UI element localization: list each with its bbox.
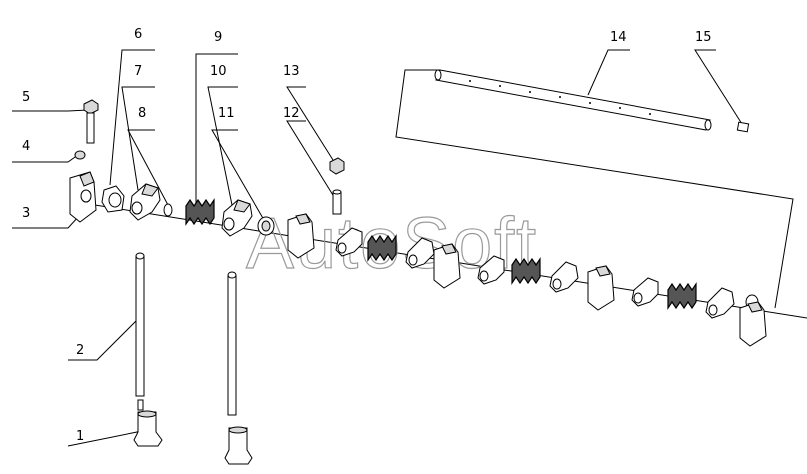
rocker-arm-3 (335, 227, 363, 257)
callout-15: 15 (695, 30, 712, 45)
rocker-stand-left (69, 171, 97, 223)
callout-labels: 1 2 3 4 5 6 7 8 9 10 11 12 13 14 15 (22, 27, 712, 444)
leader-lines (12, 49, 794, 447)
callout-7: 7 (134, 64, 142, 79)
rocker-shaft (434, 69, 712, 131)
callout-13: 13 (283, 64, 300, 79)
spring-3 (511, 257, 541, 285)
rocker-arm-1 (129, 183, 161, 221)
tappet-middle (224, 426, 253, 465)
adjusting-screw (332, 189, 342, 215)
callout-3: 3 (22, 206, 30, 221)
callout-12: 12 (283, 106, 300, 121)
callout-5: 5 (22, 90, 30, 105)
rocker-stand-5 (739, 301, 767, 347)
callout-2: 2 (76, 343, 84, 358)
bolt (83, 99, 99, 144)
washer (163, 203, 173, 217)
callout-14: 14 (610, 30, 627, 45)
rocker-stand-2 (287, 213, 315, 259)
callout-8: 8 (138, 106, 146, 121)
callout-4: 4 (22, 139, 30, 154)
rocker-arm-5 (477, 255, 505, 285)
shaft-plug (736, 121, 750, 133)
callout-1: 1 (76, 429, 84, 444)
spring-2 (367, 234, 397, 262)
spring-1 (185, 198, 215, 226)
rocker-arm-4 (405, 237, 435, 269)
rocker-stand-4 (587, 265, 615, 311)
bushing-2 (257, 216, 275, 236)
callout-6: 6 (134, 27, 142, 42)
rocker-arm-8 (705, 287, 735, 319)
push-rod-middle (227, 271, 237, 416)
callout-11: 11 (218, 106, 235, 121)
spring-4 (667, 282, 697, 310)
rocker-arm-6 (549, 261, 579, 293)
callout-9: 9 (214, 30, 222, 45)
callout-10: 10 (210, 64, 227, 79)
lock-nut (329, 157, 345, 175)
rocker-stand-3 (433, 243, 461, 289)
tappet-left (133, 410, 163, 447)
washer-small (74, 150, 86, 160)
rocker-arm-7 (631, 277, 659, 307)
push-rod-left (135, 252, 145, 411)
rocker-arm-2 (221, 199, 253, 237)
bushing (101, 185, 125, 213)
